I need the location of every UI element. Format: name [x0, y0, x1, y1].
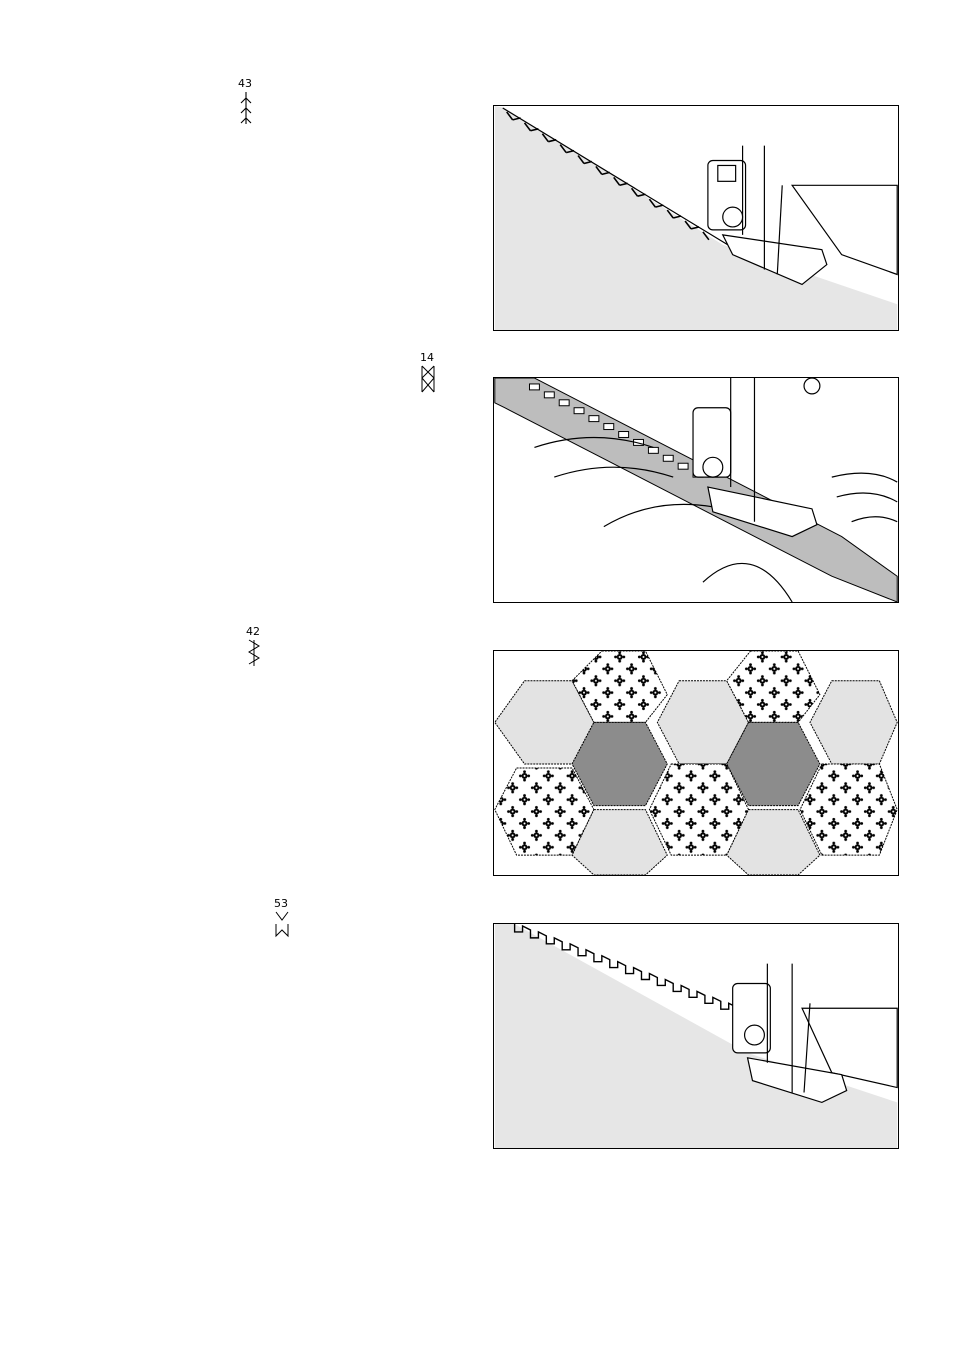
feather-stitch-icon	[238, 90, 258, 128]
cross-stitch-icon	[420, 364, 440, 394]
stitch-number: 53	[274, 898, 314, 910]
stitch-43-symbol: 43	[238, 78, 278, 128]
stitch-42-symbol: 42	[246, 626, 286, 668]
stitch-number: 14	[420, 352, 460, 364]
illustration-elastic-strip	[494, 378, 898, 602]
illustration-decorative-edge	[494, 924, 898, 1148]
hexagon-tiles	[495, 651, 897, 875]
decorative-edge-stitch-icon	[274, 910, 294, 940]
stitch-14-symbol: 14	[420, 352, 460, 394]
feather-stitch-edge-illustration	[493, 105, 899, 331]
stitch-number: 42	[246, 626, 286, 638]
elastic-strip-stitching-illustration	[493, 377, 899, 603]
stitch-number: 43	[238, 78, 278, 90]
illustration-edge-feather	[494, 106, 898, 330]
decorative-edge-illustration	[493, 923, 899, 1149]
stitch-53-symbol: 53	[274, 898, 314, 940]
patchwork-stitch-icon	[246, 638, 266, 668]
hexagon-patchwork-illustration	[493, 650, 899, 876]
illustration-hexagon-patchwork	[494, 651, 898, 875]
